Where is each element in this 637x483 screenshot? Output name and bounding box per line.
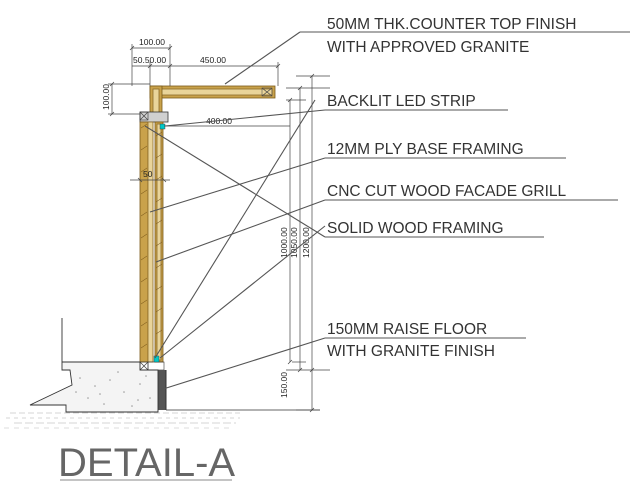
dim-height-1000: 1000.00 bbox=[279, 227, 289, 258]
note-ply-framing: 12MM PLY BASE FRAMING bbox=[327, 141, 524, 158]
dim-top-50-50: 50.50.00 bbox=[133, 55, 166, 65]
led-strip-top bbox=[159, 123, 166, 130]
counter-body bbox=[139, 111, 169, 371]
annotation-notes: 50MM THK.COUNTER TOP FINISH WITH APPROVE… bbox=[300, 16, 630, 360]
concrete-speckle bbox=[75, 371, 151, 407]
dim-height-1050: 1050.00 bbox=[289, 227, 299, 258]
note-granite: WITH APPROVED GRANITE bbox=[327, 39, 529, 56]
dim-height-150: 150.00 bbox=[279, 372, 289, 398]
dim-left-100: 100.00 bbox=[101, 84, 111, 110]
counter-top bbox=[149, 85, 276, 119]
detail-title: DETAIL-A bbox=[58, 441, 235, 483]
note-facade-grill: CNC CUT WOOD FACADE GRILL bbox=[327, 183, 567, 200]
led-strip-bottom bbox=[153, 355, 160, 363]
note-led-strip: BACKLIT LED STRIP bbox=[327, 93, 476, 110]
note-granite-finish: WITH GRANITE FINISH bbox=[327, 343, 495, 360]
dim-height-1200: 1200.00 bbox=[301, 227, 311, 258]
floor-section bbox=[4, 318, 320, 429]
dimension-lines bbox=[108, 44, 330, 413]
facade-grill-hatch bbox=[140, 123, 163, 349]
note-raise-floor: 150MM RAISE FLOOR bbox=[327, 321, 487, 338]
dim-top-450: 450.00 bbox=[200, 55, 226, 65]
dim-top-100: 100.00 bbox=[139, 37, 165, 47]
leader-lines bbox=[144, 31, 326, 391]
dim-width-50: 50 bbox=[143, 169, 153, 179]
note-counter-top: 50MM THK.COUNTER TOP FINISH bbox=[327, 16, 576, 33]
note-solid-wood: SOLID WOOD FRAMING bbox=[327, 220, 504, 237]
